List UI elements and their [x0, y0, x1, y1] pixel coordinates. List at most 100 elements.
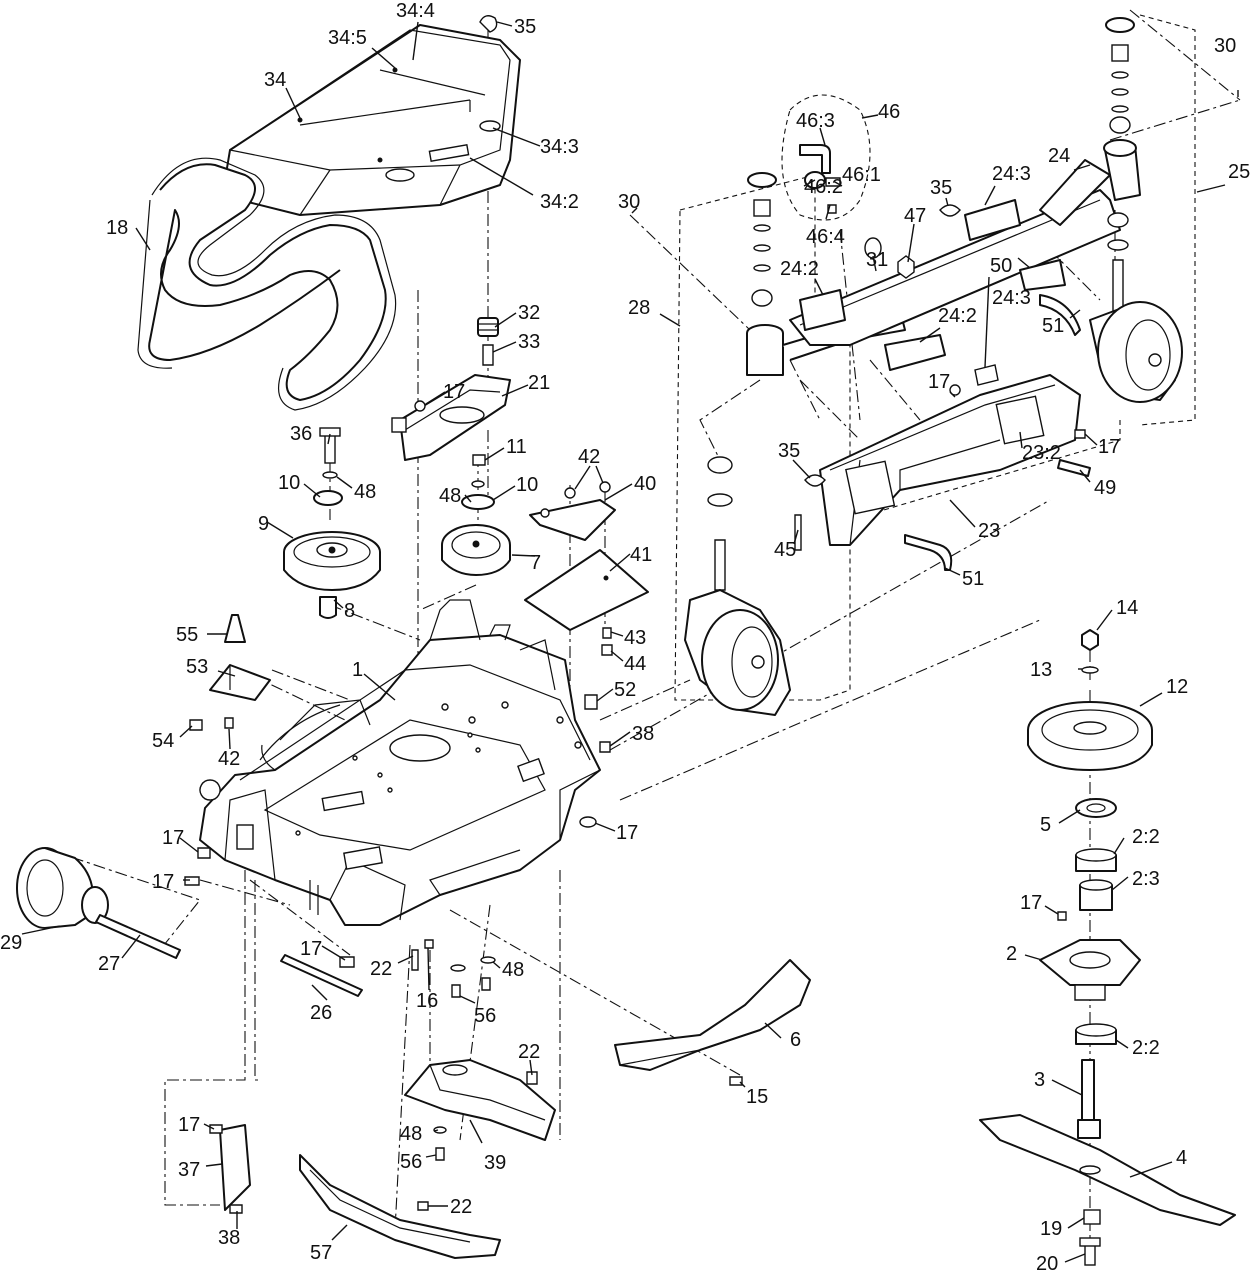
- chute-39: [404, 1059, 556, 1161]
- bracket-40: [529, 481, 616, 541]
- callout-14: 14: [1116, 597, 1138, 619]
- callout-17-c: 17: [162, 827, 184, 849]
- callout-38-b: 38: [218, 1227, 240, 1249]
- callout-34: 34: [264, 69, 286, 91]
- callout-27: 27: [98, 953, 120, 975]
- callout-54: 54: [152, 730, 174, 752]
- side-frame-23: [794, 364, 1091, 571]
- callout-51-b: 51: [962, 568, 984, 590]
- callout-16: 16: [416, 990, 438, 1012]
- callout-12: 12: [1166, 676, 1188, 698]
- callout-22-a: 22: [370, 958, 392, 980]
- callout-2-2a: 2:2: [1132, 826, 1160, 848]
- callout-36: 36: [290, 423, 312, 445]
- callout-17-g: 17: [928, 371, 950, 393]
- callout-17-h: 17: [1098, 436, 1120, 458]
- callout-43: 43: [624, 627, 646, 649]
- callout-42-a: 42: [578, 446, 600, 468]
- callout-47: 47: [904, 205, 926, 227]
- spindle-assembly: [1027, 629, 1153, 1139]
- callout-28: 28: [628, 297, 650, 319]
- bracket-21: [391, 374, 511, 461]
- callout-48-d: 48: [400, 1123, 422, 1145]
- callout-24: 24: [1048, 145, 1070, 167]
- callout-11: 11: [506, 436, 527, 458]
- leader-lines: [21, 21, 1239, 1263]
- roller-29: [16, 847, 109, 929]
- callout-34-2: 34:2: [540, 191, 579, 213]
- callout-34-5: 34:5: [328, 27, 367, 49]
- callout-20: 20: [1036, 1253, 1058, 1275]
- bracket-37: [209, 1124, 251, 1214]
- callout-10-b: 10: [516, 474, 538, 496]
- callout-10-a: 10: [278, 472, 300, 494]
- callout-46-1: 46:1: [842, 164, 881, 186]
- callout-22-c: 22: [450, 1196, 472, 1218]
- callout-13: 13: [1030, 659, 1052, 681]
- pulley-9-stack: [283, 427, 381, 619]
- callout-17-f: 17: [178, 1114, 200, 1136]
- blade-4: [979, 1114, 1236, 1226]
- callout-42-b: 42: [218, 748, 240, 770]
- callout-31: 31: [866, 249, 888, 271]
- drive-belt: [137, 157, 397, 411]
- callout-51-a: 51: [1042, 315, 1064, 337]
- callout-24-3b: 24:3: [992, 287, 1031, 309]
- callout-57: 57: [310, 1242, 332, 1264]
- callout-24-2b: 24:2: [938, 305, 977, 327]
- callout-39: 39: [484, 1152, 506, 1174]
- callout-17-e: 17: [300, 938, 322, 960]
- callout-23-2: 23:2: [1022, 442, 1061, 464]
- callout-2-2b: 2:2: [1132, 1037, 1160, 1059]
- hardware-52-38: [579, 694, 611, 828]
- callout-6: 6: [790, 1029, 801, 1051]
- callout-9: 9: [258, 513, 269, 535]
- callout-3: 3: [1034, 1069, 1045, 1091]
- mower-deck: [199, 599, 601, 926]
- callout-41: 41: [630, 544, 652, 566]
- callout-17-d: 17: [152, 871, 174, 893]
- callout-24-2a: 24:2: [780, 258, 819, 280]
- callout-8: 8: [344, 600, 355, 622]
- callout-17-i: 17: [1020, 892, 1042, 914]
- callout-56-b: 56: [400, 1151, 422, 1173]
- pulley-7-stack: [441, 454, 511, 576]
- callout-23: 23: [978, 520, 1000, 542]
- caster-arm-24: [789, 17, 1183, 403]
- callout-46: 46: [878, 101, 900, 123]
- callout-48-c: 48: [502, 959, 524, 981]
- callout-18: 18: [106, 217, 128, 239]
- callout-50: 50: [990, 255, 1012, 277]
- callout-33: 33: [518, 331, 540, 353]
- callout-24-3a: 24:3: [992, 163, 1031, 185]
- callout-5: 5: [1040, 814, 1051, 836]
- callout-30-b: 30: [1214, 35, 1236, 57]
- callout-35-top: 35: [514, 16, 536, 38]
- bolt-32-33: [477, 317, 499, 366]
- callout-21: 21: [528, 372, 550, 394]
- callout-17-a: 17: [443, 381, 465, 403]
- callout-1: 1: [352, 659, 363, 681]
- callout-53: 53: [186, 656, 208, 678]
- callout-26: 26: [310, 1002, 332, 1024]
- callout-17-b: 17: [616, 822, 638, 844]
- callout-48-b: 48: [439, 485, 461, 507]
- callout-7: 7: [530, 552, 541, 574]
- callout-2: 2: [1006, 943, 1017, 965]
- callout-29: 29: [0, 932, 22, 954]
- deck-cover: [224, 24, 521, 216]
- clip-35-top: [479, 15, 498, 33]
- blade-bolt-19-20: [1079, 1209, 1101, 1266]
- callout-22-b: 22: [518, 1041, 540, 1063]
- callout-55: 55: [176, 624, 198, 646]
- callout-2-3: 2:3: [1132, 868, 1160, 890]
- callout-30-a: 30: [618, 191, 640, 213]
- callout-45: 45: [774, 539, 796, 561]
- callout-25: 25: [1228, 161, 1250, 183]
- callout-52: 52: [614, 679, 636, 701]
- baffle-57: [299, 1154, 501, 1259]
- callout-46-4: 46:4: [806, 226, 845, 248]
- plate-41: [524, 549, 649, 656]
